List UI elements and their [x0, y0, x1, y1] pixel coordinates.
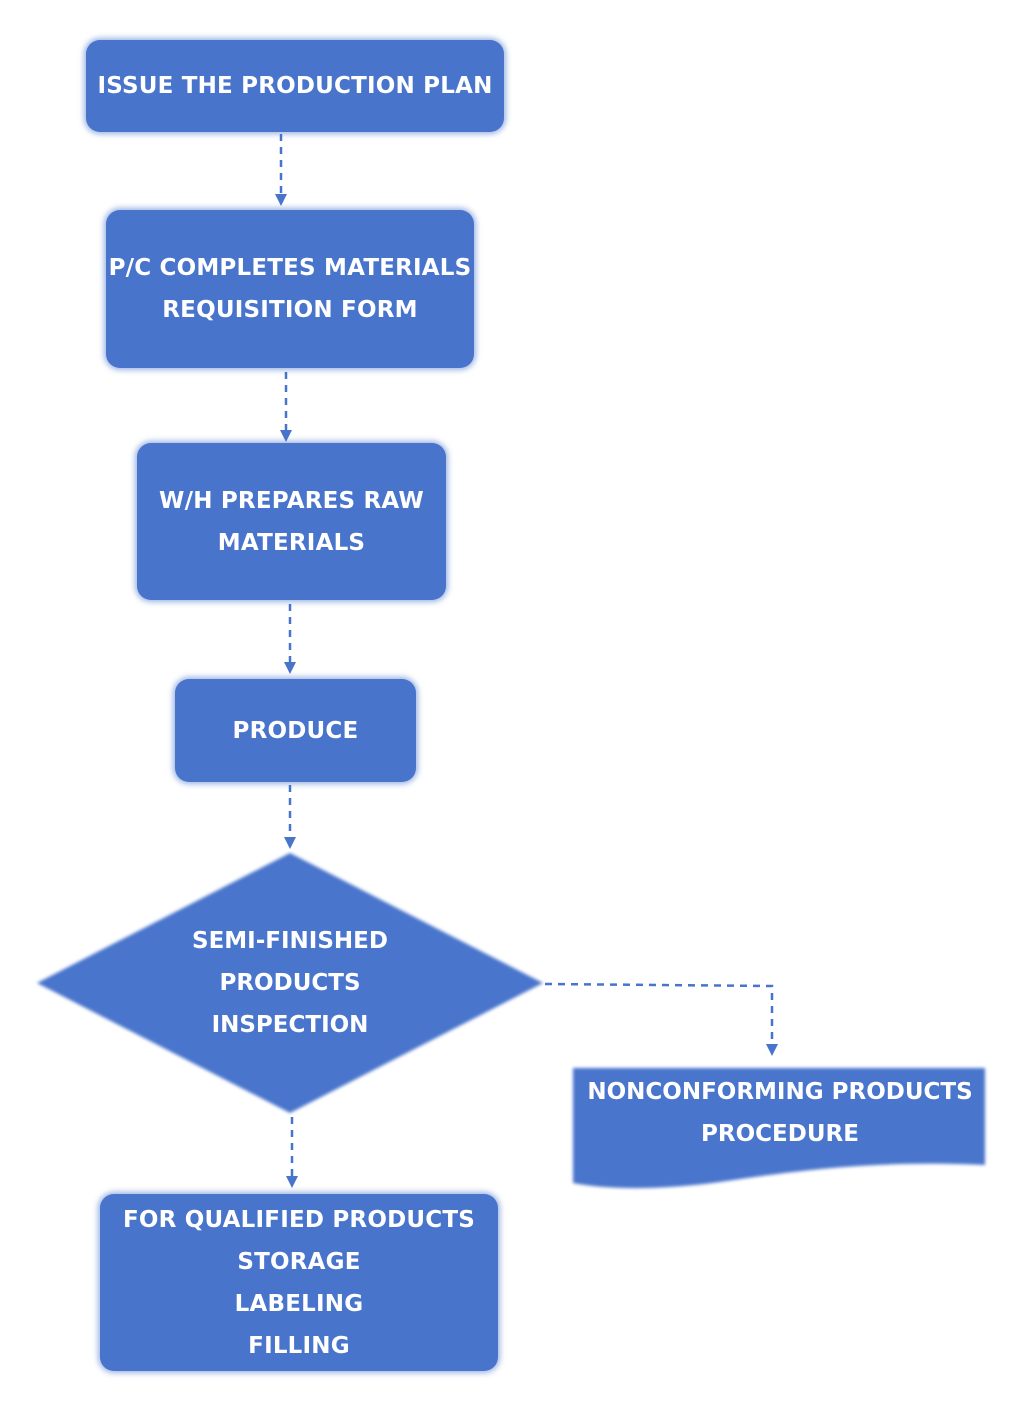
decision-inspection-label: SEMI-FINISHED PRODUCTS INSPECTION	[140, 918, 440, 1048]
step-qualified-products-line-2: STORAGE	[237, 1248, 361, 1275]
step-prepare-raw-materials-line-2: MATERIALS	[217, 529, 366, 556]
step-materials-requisition: P/C COMPLETES MATERIALS REQUISITION FORM	[106, 210, 474, 368]
step-materials-requisition-line-2: REQUISITION FORM	[162, 297, 418, 323]
step-qualified-products-line-1: FOR QUALIFIED PRODUCTS	[122, 1206, 476, 1233]
step-prepare-raw-materials-line-1: W/H PREPARES RAW	[159, 487, 424, 514]
connector-inspection-to-nonconforming	[544, 982, 778, 1056]
nonconforming-procedure-label: NONCONFORMING PRODUCTS PROCEDURE	[580, 1070, 980, 1156]
decision-inspection-line-2: PRODUCTS	[219, 970, 361, 996]
nonconforming-document-shape	[573, 1068, 985, 1189]
nonconforming-procedure-line-2: PROCEDURE	[701, 1121, 859, 1147]
step-produce-label: PRODUCE	[232, 717, 359, 744]
step-issue-production-plan-label: ISSUE THE PRODUCTION PLAN	[97, 73, 493, 99]
decision-inspection-line-1: SEMI-FINISHED	[192, 928, 388, 954]
nonconforming-procedure-line-1: NONCONFORMING PRODUCTS	[587, 1079, 973, 1105]
step-prepare-raw-materials: W/H PREPARES RAW MATERIALS	[137, 443, 446, 600]
decision-inspection-line-3: INSPECTION	[211, 1012, 369, 1038]
step-produce: PRODUCE	[175, 679, 416, 782]
step-materials-requisition-line-1: P/C COMPLETES MATERIALS	[108, 255, 472, 281]
step-qualified-products-line-4: FILLING	[248, 1332, 350, 1359]
step-issue-production-plan: ISSUE THE PRODUCTION PLAN	[86, 40, 504, 132]
step-qualified-products-line-3: LABELING	[234, 1290, 364, 1317]
step-qualified-products: FOR QUALIFIED PRODUCTS STORAGE LABELING …	[100, 1194, 498, 1371]
inspection-diamond	[37, 853, 543, 1113]
